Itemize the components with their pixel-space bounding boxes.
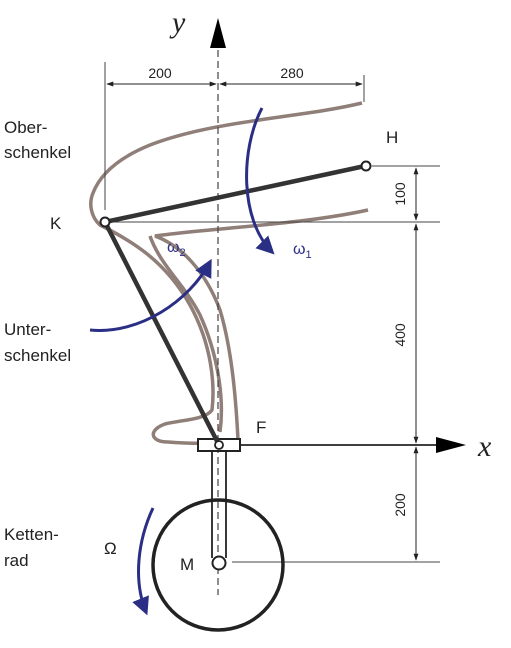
point-label-m: M xyxy=(180,555,194,574)
point-label-h: H xyxy=(386,128,398,147)
joint-f xyxy=(214,440,224,450)
y-axis-arrowhead xyxy=(210,18,226,48)
link-shank xyxy=(102,220,222,447)
shin-outline xyxy=(148,235,224,433)
y-axis-label: y xyxy=(169,6,186,39)
omega1-arrow xyxy=(245,107,275,255)
kettenrad-label-line2: rad xyxy=(4,551,29,570)
oberschenkel-label-line2: schenkel xyxy=(4,143,71,162)
dim-label-400: 400 xyxy=(392,323,408,347)
link-thigh xyxy=(104,163,366,225)
oberschenkel-label-line1: Ober- xyxy=(4,118,47,137)
joint-k xyxy=(99,216,111,228)
kettenrad-label-line1: Ketten- xyxy=(4,525,59,544)
joint-h xyxy=(360,160,372,172)
dim-label-280: 280 xyxy=(280,65,304,81)
omega1-label: ω1 xyxy=(293,241,312,261)
big-omega-label: Ω xyxy=(104,539,117,558)
dim-label-200-horizontal: 200 xyxy=(148,65,172,81)
unterschenkel-label-line1: Unter- xyxy=(4,320,51,339)
unterschenkel-label-line2: schenkel xyxy=(4,346,71,365)
point-label-f: F xyxy=(256,418,266,437)
x-axis-label: x xyxy=(477,430,492,463)
chainring-circle xyxy=(151,498,285,632)
dim-label-200-vertical: 200 xyxy=(392,493,408,517)
dim-label-100: 100 xyxy=(392,182,408,206)
point-label-k: K xyxy=(50,214,62,233)
x-axis-arrowhead xyxy=(436,437,466,453)
joint-m xyxy=(211,555,227,571)
thigh-outline xyxy=(89,101,369,446)
omega2-arrow xyxy=(89,258,212,332)
omega2-label: ω2 xyxy=(167,239,186,259)
big-omega-arrow xyxy=(132,507,155,616)
